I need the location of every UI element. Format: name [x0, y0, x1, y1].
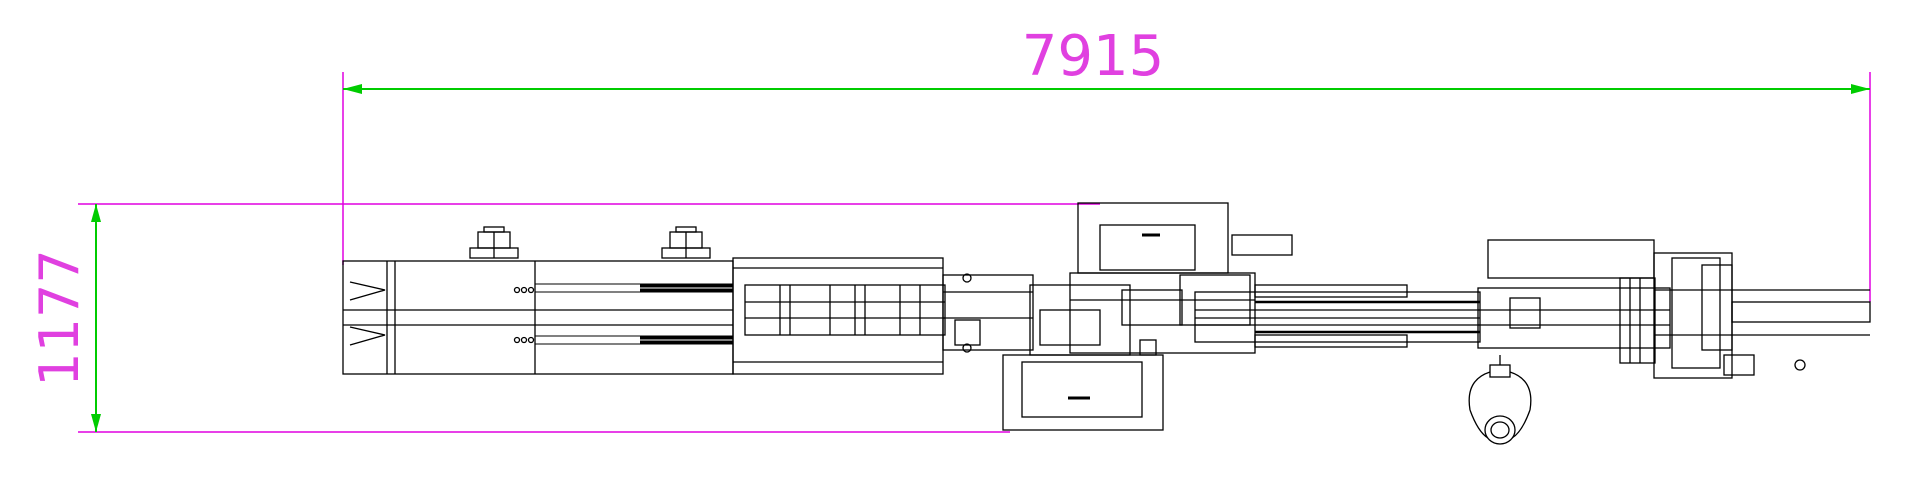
length-dimension: 7915: [342, 24, 1871, 302]
height-dimension-text: 1177: [28, 249, 91, 386]
cutting-section: [1477, 239, 1671, 364]
outlet-frame: [1653, 252, 1871, 379]
machine: [342, 202, 1871, 445]
arrow-left-icon: [343, 84, 362, 94]
height-dimension: 1177: [28, 203, 1100, 433]
forming-section: [732, 257, 946, 375]
arrow-up-icon: [91, 204, 101, 222]
length-dimension-text: 7915: [1022, 24, 1165, 89]
conveyor: [1194, 284, 1481, 348]
reel-holder-2: [661, 226, 711, 259]
transfer-section: [942, 273, 1034, 353]
infeed-section: [342, 260, 734, 375]
reel-holder-1: [469, 226, 519, 259]
arrow-right-icon: [1851, 84, 1870, 94]
arrow-down-icon: [91, 414, 101, 432]
operator-icon: [1468, 355, 1532, 445]
sealing-unit: [1002, 202, 1293, 431]
